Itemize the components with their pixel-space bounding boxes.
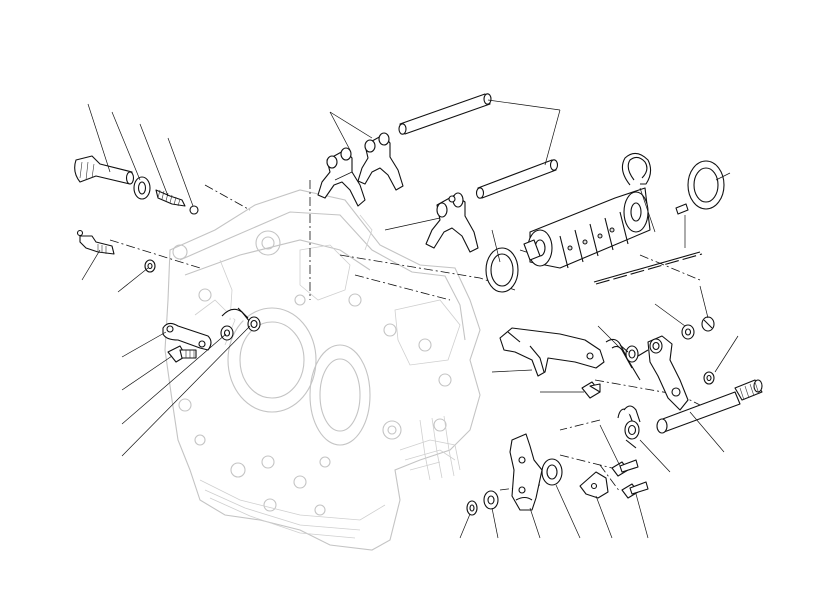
bracket-lower	[579, 471, 609, 499]
shift-fork-middle	[357, 132, 404, 191]
shift-fork-lower	[425, 192, 479, 253]
washer-right	[681, 324, 695, 340]
hairpin-spring	[605, 338, 641, 381]
shift-shaft	[656, 379, 763, 434]
circlip	[621, 152, 652, 186]
shift-fork-left	[317, 147, 366, 207]
selector-drum	[523, 187, 651, 269]
cap-bolt	[74, 155, 135, 185]
selector-arm	[647, 335, 689, 411]
circlip-small-right	[701, 316, 715, 332]
drum-scale-bar	[593, 251, 703, 285]
bolt-left	[167, 345, 197, 363]
leader-lines	[81, 99, 739, 539]
ring-lower	[541, 458, 563, 486]
fork-shaft-lower	[475, 159, 559, 199]
selector-claw-plate	[499, 327, 605, 377]
drum-ring-right	[687, 160, 725, 210]
detent-ball	[189, 205, 199, 215]
detent-spring	[155, 189, 186, 207]
neutral-sensor	[76, 229, 115, 255]
crankcase-housing	[164, 189, 481, 551]
lever-plate-lower	[509, 433, 543, 511]
bolt-lower-2	[621, 481, 649, 499]
return-spring	[617, 405, 641, 449]
drum-pin	[675, 203, 689, 215]
spring-coil-right	[619, 344, 649, 363]
bush-right	[703, 371, 715, 385]
washer-lower-1	[466, 500, 478, 516]
torsion-spring-left	[221, 307, 261, 332]
retaining-plate-left	[162, 322, 212, 351]
fork-shaft-upper	[398, 93, 492, 135]
washer-lower-2	[483, 490, 499, 510]
washer-mid-left	[220, 325, 234, 341]
bolt-claw	[581, 381, 601, 399]
washer-left	[133, 176, 151, 200]
drum-ring-left	[485, 247, 519, 293]
bolt-lower-1	[611, 459, 639, 477]
sensor-washer	[144, 259, 156, 273]
